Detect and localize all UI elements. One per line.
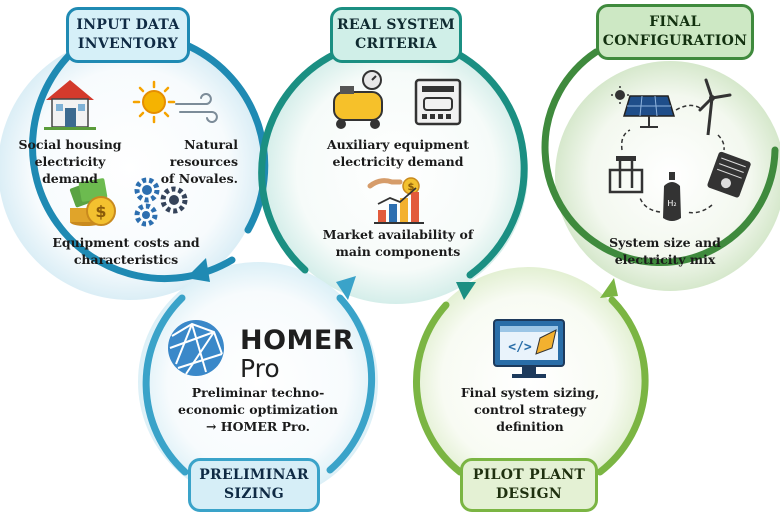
preliminar-title-box: PRELIMINAR SIZING (188, 458, 320, 512)
social-housing-text: Social housing electricity demand (6, 136, 134, 187)
market-line2: main components (335, 244, 461, 259)
input-ring-left (29, 42, 236, 283)
final-title-box: FINAL CONFIGURATION (596, 4, 754, 60)
criteria-title-line1: REAL SYSTEM (337, 17, 455, 33)
costs-line2: characteristics (73, 252, 179, 267)
social-line1: Social housing (18, 137, 122, 152)
equipment-costs-text: Equipment costs and characteristics (46, 234, 206, 268)
auxiliary-line1: Auxiliary equipment (326, 137, 470, 152)
market-chart-icon: $ (367, 177, 424, 224)
pilot-ring-left (412, 301, 464, 476)
final-circle-bg (555, 61, 780, 291)
money-icon: $ (69, 178, 116, 226)
optimization-line3: → HOMER Pro. (205, 419, 311, 434)
homer-logo-sub: Pro (240, 354, 280, 383)
natural-resources-text: Natural resources of Novales. (132, 136, 238, 187)
optimization-line1: Preliminar techno- (191, 385, 325, 400)
preliminar-title-line1: PRELIMINAR (199, 467, 309, 483)
monitor-code-icon: </> (493, 319, 565, 378)
gears-icon (134, 177, 188, 227)
size-line2: electricity mix (614, 252, 716, 267)
sun-small-icon (611, 86, 629, 104)
final-title-line2: CONFIGURATION (602, 33, 748, 49)
auxiliary-equipment-text: Auxiliary equipment electricity demand (318, 136, 478, 170)
design-line3: definition (496, 419, 564, 434)
wind-turbine-icon (698, 78, 732, 136)
criteria-title-box: REAL SYSTEM CRITERIA (330, 7, 462, 63)
sun-wind-icon (132, 80, 218, 124)
market-availability-text: Market availability of main components (312, 226, 484, 260)
social-line2: electricity demand (34, 154, 106, 186)
pilot-ring-right (596, 296, 649, 476)
homer-logo-name: HOMER (240, 325, 355, 356)
pilot-title-box: PILOT PLANT DESIGN (460, 458, 598, 512)
arrow-criteria-to-pilot (456, 282, 476, 300)
hydrogen-tank-icon: H₂ (663, 172, 681, 221)
pilot-title-line2: DESIGN (495, 486, 563, 502)
homer-pro-logo: HOMER Pro (240, 326, 354, 382)
system-size-text: System size and electricity mix (600, 234, 730, 268)
costs-line1: Equipment costs and (52, 235, 200, 250)
svg-text:$: $ (95, 202, 106, 221)
energy-flow-loop (620, 104, 725, 214)
arrow-pilot-to-final (600, 278, 618, 298)
design-line1: Final system sizing, (460, 385, 600, 400)
final-ring (541, 48, 779, 267)
battery-icon (707, 151, 751, 198)
final-sizing-text: Final system sizing, control strategy de… (446, 384, 614, 435)
input-ring-right (180, 40, 269, 234)
svg-text:$: $ (408, 182, 415, 193)
market-line1: Market availability of (322, 227, 474, 242)
input-title-line2: INVENTORY (77, 36, 179, 52)
preliminar-ring-right (326, 294, 376, 474)
natural-line1: Natural resources (169, 137, 238, 169)
criteria-ring-right (454, 50, 528, 279)
final-title-line1: FINAL (649, 14, 701, 30)
control-panel-icon (414, 78, 462, 126)
criteria-ring-left (258, 50, 339, 274)
electrolyzer-icon (608, 156, 644, 194)
criteria-circle-bg (264, 40, 528, 304)
preliminar-title-line2: SIZING (224, 486, 284, 502)
natural-line2: of Novales. (160, 171, 238, 186)
criteria-title-line2: CRITERIA (355, 36, 437, 52)
arrow-preliminar-to-criteria (336, 276, 356, 300)
pilot-title-line1: PILOT PLANT (472, 467, 586, 483)
size-line1: System size and (609, 235, 721, 250)
compressor-icon (333, 70, 383, 129)
optimization-text: Preliminar techno- economic optimization… (172, 384, 344, 435)
arrow-input-to-preliminar (186, 258, 210, 282)
homer-logo-icon (168, 320, 224, 376)
input-title-line1: INPUT DATA (76, 17, 180, 33)
optimization-line2: economic optimization (178, 402, 338, 417)
house-icon (44, 80, 96, 130)
solar-panel-icon (622, 95, 676, 128)
svg-text:</>: </> (508, 340, 532, 355)
input-title-box: INPUT DATA INVENTORY (66, 7, 190, 63)
design-line2: control strategy (473, 402, 587, 417)
pilot-circle-bg (413, 267, 643, 497)
hydrogen-label: H₂ (667, 199, 676, 208)
preliminar-ring-left (142, 294, 189, 476)
auxiliary-line2: electricity demand (332, 154, 464, 169)
